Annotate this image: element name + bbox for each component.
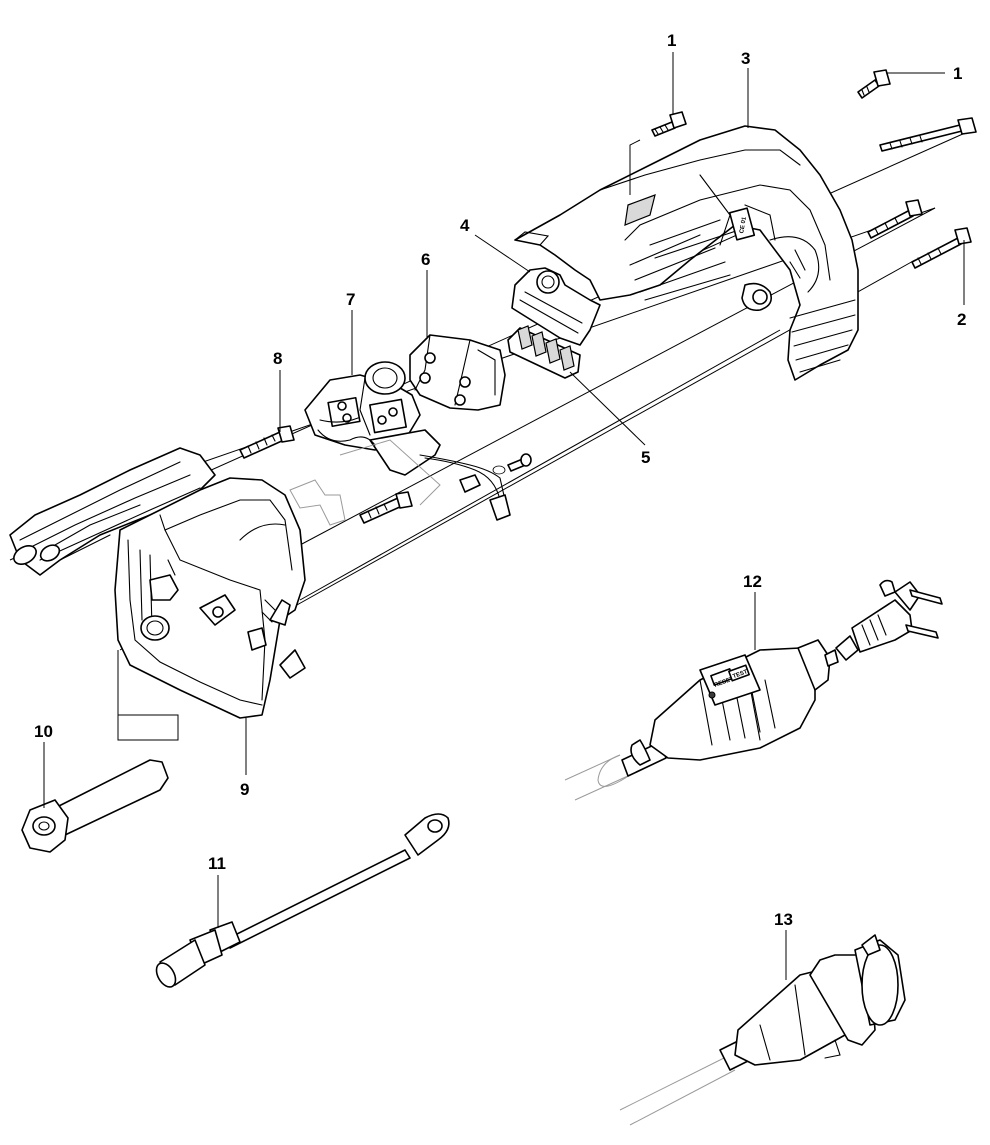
part-11-earth-wire (155, 813, 450, 988)
part-10-sleeve (21, 759, 169, 853)
callout-10: 10 (34, 722, 53, 741)
handle-left (9, 447, 216, 576)
part-1-screw-top (651, 111, 687, 137)
part-1-screw-right (857, 69, 891, 99)
callout-4: 4 (460, 216, 470, 235)
ghost-bracket (229, 439, 441, 526)
callout-9: 9 (240, 780, 249, 799)
screw-long-right (879, 117, 977, 152)
part-7-electronics (304, 361, 511, 521)
screw-middle-right (867, 199, 923, 239)
part-8-screw (239, 425, 295, 459)
callout-leaders (43, 52, 965, 980)
callout-8: 8 (273, 349, 282, 368)
callout-labels: 1 1 2 3 4 5 6 7 8 9 10 11 12 13 (34, 31, 966, 929)
callout-11: 11 (208, 854, 226, 873)
callout-12: 12 (743, 572, 762, 591)
callout-7: 7 (346, 290, 355, 309)
callout-13: 13 (774, 910, 793, 929)
callout-3: 3 (741, 49, 750, 68)
part-9-lower-housing (114, 477, 306, 719)
screw-lower-middle (359, 491, 413, 524)
svg-text:CE 01: CE 01 (739, 216, 748, 234)
part-2-screw (911, 227, 972, 269)
part-13-plug (619, 934, 906, 1126)
callout-2: 2 (957, 310, 966, 329)
bracket-9-10 (117, 650, 179, 741)
part-3-upper-housing: CE 01 (514, 125, 859, 381)
part-6-switch (409, 334, 506, 411)
small-screw-washer (492, 453, 532, 475)
part-4-plate (511, 267, 601, 346)
rcd-test-label: TEST (732, 669, 749, 680)
callout-1-right: 1 (953, 64, 962, 83)
part-12-rcd-unit: RESET TEST (564, 579, 943, 801)
callout-6: 6 (421, 250, 430, 269)
part-5-terminal-block (507, 325, 581, 379)
callout-5: 5 (641, 448, 650, 467)
callout-1-top: 1 (667, 31, 676, 50)
